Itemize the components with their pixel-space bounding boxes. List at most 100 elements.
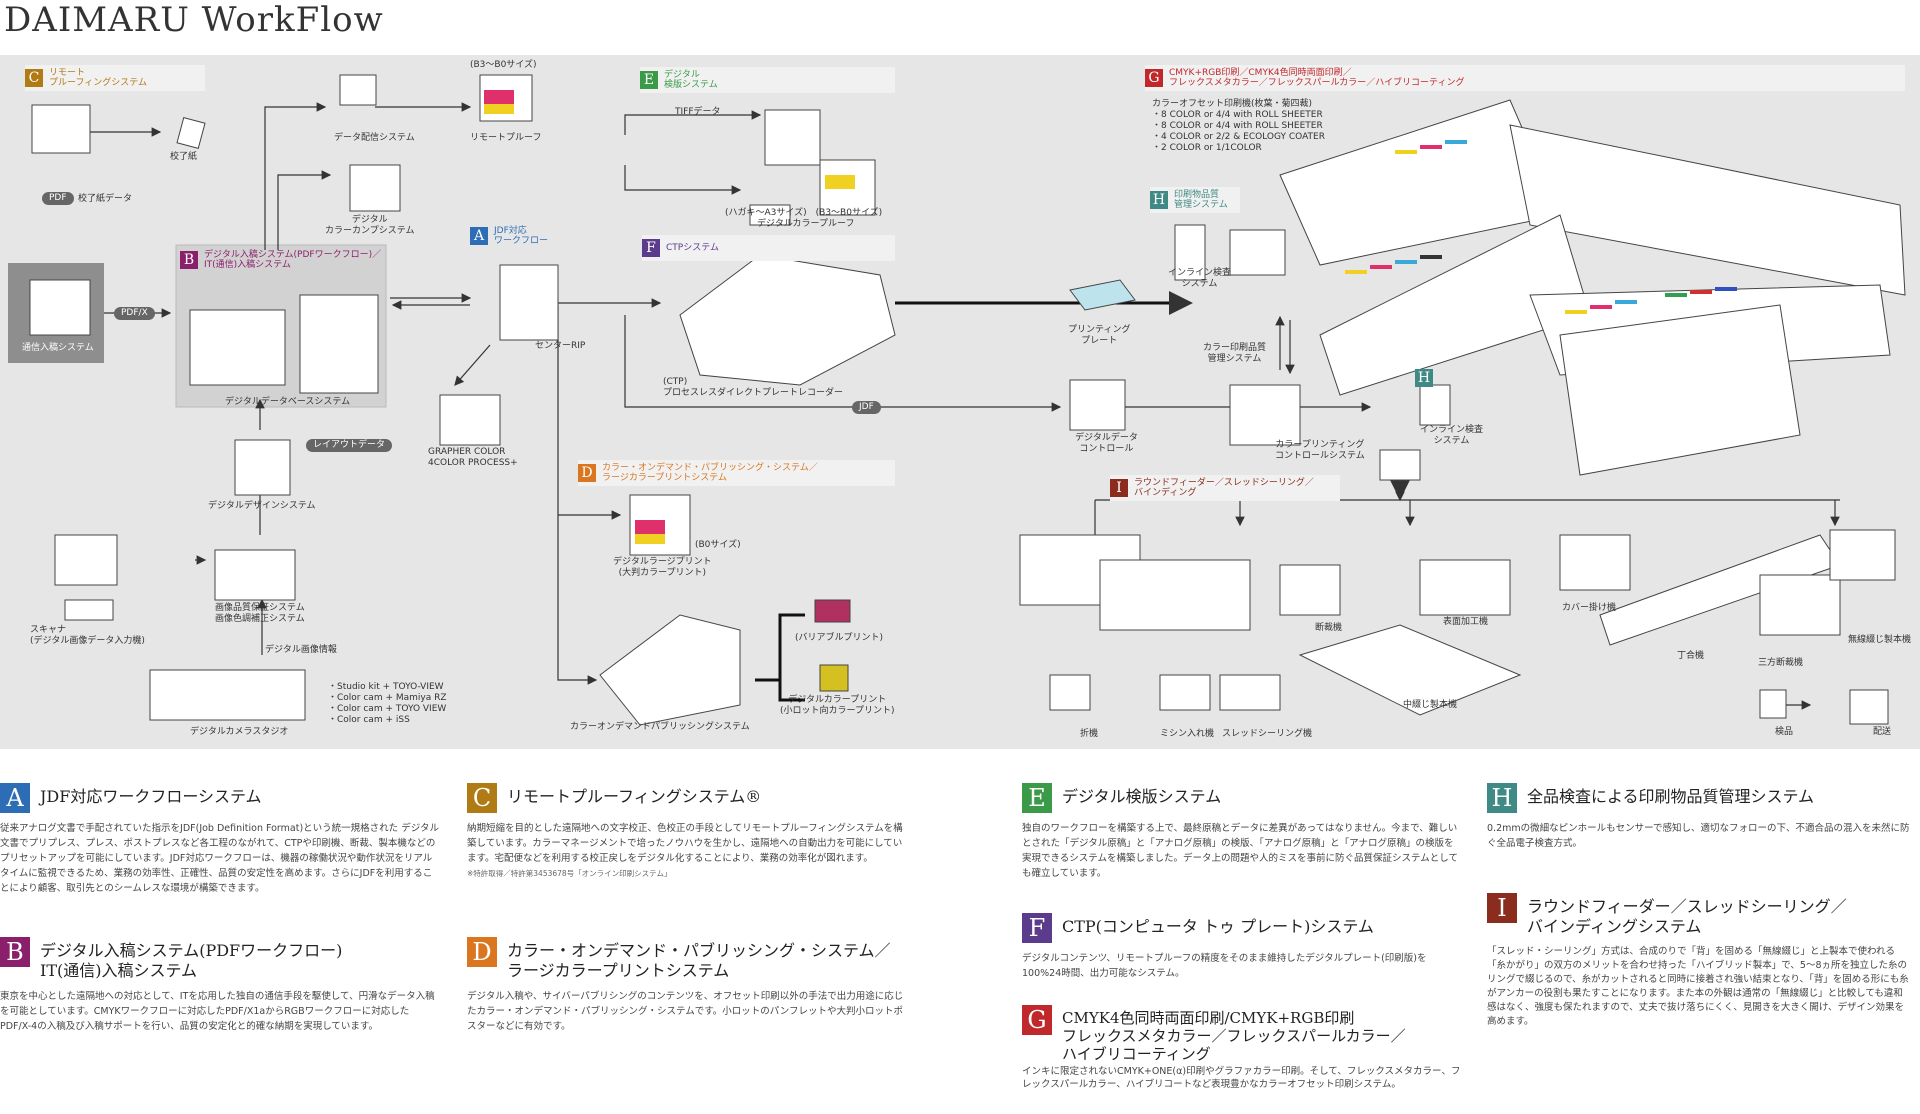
tag-title-c: リモート プルーフィングシステム — [49, 68, 148, 88]
grapher-label: GRAPHER COLOR 4COLOR PROCESS+ — [428, 447, 518, 468]
cod-press-icon — [599, 614, 741, 726]
color-comp-label: デジタル カラーカンプシステム — [325, 215, 415, 236]
desc-letter-c: C — [467, 783, 497, 813]
line-cod-to-color-print — [778, 680, 805, 702]
sewing-label: ミシン入れ機 — [1160, 729, 1215, 739]
section-h-tag: H 印刷物品質 管理システム — [1150, 187, 1240, 213]
folding-label: 折機 — [1080, 729, 1099, 739]
scanner-icon — [54, 534, 118, 586]
tag-letter-b: B — [180, 251, 198, 269]
desc-title-d: カラー・オンデマンド・パブリッシング・システム／ ラージカラープリントシステム — [507, 941, 891, 980]
desc-title-i: ラウンドフィーダー／スレッドシーリング／ バインディングシステム — [1527, 897, 1847, 936]
ctp-label: (CTP) プロセスレスダイレクトプレートレコーダー — [663, 377, 844, 398]
control-system-icon — [1229, 384, 1301, 446]
proof-paper-label: 校了紙 — [170, 152, 198, 162]
proof-paper-icon — [176, 116, 206, 150]
image-quality-label: 画像品質保証システム 画像色調補正システム — [215, 603, 305, 624]
desc-letter-a: A — [0, 783, 30, 813]
sled-sealing-icon — [1219, 674, 1281, 711]
tag-title-e: デジタル 検版システム — [664, 70, 718, 90]
inspection-icon — [1759, 689, 1787, 719]
perfect-binding-icon — [1829, 529, 1896, 581]
tag-title-a: JDF対応 ワークフロー — [494, 226, 549, 246]
color-quality-mgmt-label: カラー印刷品質 管理システム — [1203, 343, 1267, 364]
tag-letter-i: I — [1110, 479, 1128, 497]
variable-print-icon — [814, 599, 851, 623]
inspection-label: 検品 — [1775, 727, 1794, 737]
desc-body-a: 従来アナログ文書で手配されていた指示をJDF(Job Definition Fo… — [0, 823, 440, 894]
tag-title-b: デジタル入稿システム(PDFワークフロー)／ IT(通信)入稿システム — [204, 250, 382, 270]
desc-title-c: リモートプルーフィングシステム® — [507, 787, 762, 806]
delivery-label: 配送 — [1873, 727, 1892, 737]
section-h2-tag: H — [1415, 365, 1439, 391]
tag-letter-g: G — [1145, 69, 1163, 87]
hagaki-label: (ハガキ〜A3サイズ) (B3〜B0サイズ) — [725, 208, 883, 218]
grapher-icon — [439, 394, 501, 446]
size-b3b0-top-label: (B3〜B0サイズ) — [470, 60, 537, 70]
surface-process-icon — [1419, 559, 1511, 616]
tag-title-d: カラー・オンデマンド・パブリッシング・システム／ ラージカラープリントシステム — [602, 463, 818, 483]
machines — [29, 74, 1906, 726]
ink-swatches — [484, 90, 1737, 544]
desc-letter-e: E — [1022, 783, 1052, 813]
line-jdf — [624, 315, 1062, 412]
jdf-pill: JDF — [852, 401, 881, 414]
digital-data-control-label: デジタルデータ コントロール — [1075, 433, 1138, 454]
cutting-label: 断裁機 — [1315, 623, 1343, 633]
proof-data-label: 校了紙データ — [78, 194, 133, 204]
section-f-tag: F CTPシステム — [642, 235, 895, 261]
desc-body-i: 「スレッド・シーリング」方式は、合成のりで「背」を固める「無線綴じ」と上製本で使… — [1487, 946, 1909, 1027]
layout-data-pill: レイアウトデータ — [306, 439, 393, 452]
design-system-icon — [234, 439, 291, 496]
desc-title-a: JDF対応ワークフローシステム — [40, 787, 262, 806]
line-cod-to-variable — [755, 613, 805, 682]
tag-letter-c: C — [25, 69, 43, 87]
line-to-cod — [557, 305, 598, 685]
three-knife-icon — [1759, 574, 1841, 636]
line-to-data-delivery — [264, 102, 327, 250]
desc-body-f: デジタルコンテンツ、リモートプルーフの精度をそのまま維持したデジタルプレート(印… — [1022, 953, 1427, 979]
section-d-tag: D カラー・オンデマンド・パブリッシング・システム／ ラージカラープリントシステ… — [578, 460, 895, 486]
large-print-label: デジタルラージプリント (大判カラープリント) — [613, 557, 712, 578]
pdf-pill: PDF — [42, 192, 74, 205]
studio-list-label: ・Studio kit + TOYO-VIEW ・Color cam + Mam… — [328, 682, 447, 725]
desc-body-b: 東京を中心とした遠隔地への対応として、ITを応用した独自の通信手段を駆使して、円… — [0, 991, 435, 1032]
small-proof-printer-icon — [749, 204, 791, 226]
desc-letter-h: H — [1487, 783, 1517, 813]
camera-studio-icon — [149, 669, 306, 721]
desc-title-b: デジタル入稿システム(PDFワークフロー) IT(通信)入稿システム — [40, 941, 343, 980]
collator-label: 丁合機 — [1677, 651, 1705, 661]
desc-letter-f: F — [1022, 913, 1052, 943]
digital-image-info-label: デジタル画像情報 — [265, 645, 337, 655]
line-rip-to-grapher — [454, 344, 491, 386]
camera-studio-label: デジタルカメラスタジオ — [190, 727, 289, 737]
inline-inspect-1-label: インライン検査 システム — [1168, 268, 1232, 289]
data-control-icon — [1069, 379, 1126, 431]
tiff-label: TIFFデータ — [675, 107, 721, 117]
tag-title-f: CTPシステム — [666, 243, 719, 253]
data-delivery-icon — [339, 74, 377, 106]
scanner-label: スキャナ (デジタル画像データ入力機) — [30, 625, 145, 646]
workflow-diagram: C リモート プルーフィングシステム B デジタル入稿システム(PDFワークフロ… — [0, 55, 1920, 749]
desc-title-g: CMYK4色同時両面印刷/CMYK+RGB印刷 フレックスメタカラー／フレックス… — [1062, 1009, 1406, 1063]
tag-title-i: ラウンドフィーダー／スレッドシーリング／ バインディング — [1134, 478, 1314, 498]
press-bottom-icon — [1559, 304, 1801, 476]
db-system-icon — [189, 309, 286, 386]
perfect-binding-label: 無線綴じ製本機 — [1848, 635, 1912, 645]
color-print-icon — [819, 664, 849, 692]
delivery-box-icon — [1849, 689, 1889, 725]
remote-terminal-icon — [31, 104, 91, 154]
sled-sealing-label: スレッドシーリング機 — [1222, 729, 1313, 739]
color-print-control-label: カラープリンティング コントロールシステム — [1275, 440, 1365, 461]
flatbed-icon — [64, 599, 114, 621]
desc-a: A JDF対応ワークフローシステム 従来アナログ文書で手配されていた指示をJDF(… — [0, 783, 440, 896]
db-system-label: デジタルデータベースシステム — [225, 397, 351, 407]
desc-title-h: 全品検査による印刷物品質管理システム — [1527, 787, 1815, 806]
desc-letter-i: I — [1487, 893, 1517, 923]
page-title: DAIMARU WorkFlow — [4, 0, 384, 40]
color-print-label: デジタルカラープリント (小ロット向カラープリント) — [780, 695, 895, 716]
